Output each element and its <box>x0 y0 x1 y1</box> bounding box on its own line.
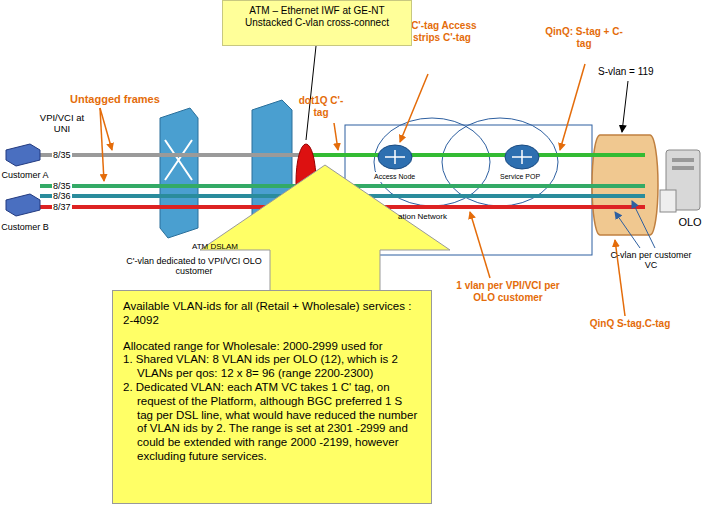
callout-line: Allocated range for Wholesale: 2000-2999… <box>123 340 421 354</box>
access-node-router <box>378 145 412 169</box>
network-cloud <box>374 118 490 206</box>
vpi-vci-label: 8/36 <box>52 191 72 201</box>
device-label: ATM DSLAM <box>190 242 240 251</box>
iwf-note-box: ATM – Ethernet IWF at GE-NT Unstacked C-… <box>222 0 412 46</box>
vc-line <box>40 153 306 157</box>
tag-label: 1 vlan per VPI/VCI per OLO customer <box>446 280 570 303</box>
leader-line <box>632 201 655 248</box>
tag-label: QinQ: S-tag + C-tag <box>538 26 630 49</box>
customer-label: Customer B <box>0 222 50 232</box>
callout-box: Available VLAN-ids for all (Retail + Who… <box>112 290 432 504</box>
vpi-vci-label: 8/35 <box>52 181 72 191</box>
uni-label: VPI/VCI at UNI <box>34 113 90 135</box>
callout-item: 1. Shared VLAN: 8 VLAN ids per OLO (12),… <box>123 353 421 381</box>
leader-line <box>470 212 490 278</box>
vpi-vci-label: 8/37 <box>52 202 72 212</box>
label-text: Untagged frames <box>70 93 170 106</box>
tag-label: QinQ S-tag.C-tag <box>580 318 680 330</box>
callout-line: Available VLAN-ids for all (Retail + Who… <box>123 300 421 328</box>
device-label: Service POP <box>499 172 541 182</box>
note-label: C-vlan per customer VC <box>606 250 696 271</box>
olo-server <box>660 150 700 212</box>
leader-line <box>400 74 428 142</box>
note-text: ATM – Ethernet IWF at GE-NT Unstacked C-… <box>228 5 406 29</box>
customer-label: Customer A <box>0 170 50 180</box>
dslam-device <box>160 108 198 238</box>
device-label: Access Node <box>373 172 416 182</box>
svlan-label: S-vlan = 119 <box>598 66 674 78</box>
leader-line <box>100 108 104 181</box>
service-pop-router <box>505 145 539 169</box>
note-label: C'-vlan dedicated to VPI/VCI OLO custome… <box>122 256 266 277</box>
vpi-vci-label: 8/35 <box>52 150 72 160</box>
leader-line <box>560 64 585 150</box>
network-label: ation Network <box>398 212 478 221</box>
tag-label: dot1Q C'-tag <box>298 95 344 118</box>
leader-line <box>615 212 640 248</box>
customer-modem <box>6 194 40 216</box>
callout-arrow <box>200 165 450 291</box>
customer-modem <box>6 144 40 166</box>
leader-line <box>622 81 628 132</box>
olo-label: OLO <box>672 216 708 229</box>
network-cloud <box>442 118 558 206</box>
leader-line <box>334 123 338 150</box>
leader-line <box>306 46 316 140</box>
callout-item: 2. Dedicated VLAN: each ATM VC takes 1 C… <box>123 381 421 464</box>
dslam-cross <box>165 140 192 180</box>
vlan-line <box>306 153 645 157</box>
